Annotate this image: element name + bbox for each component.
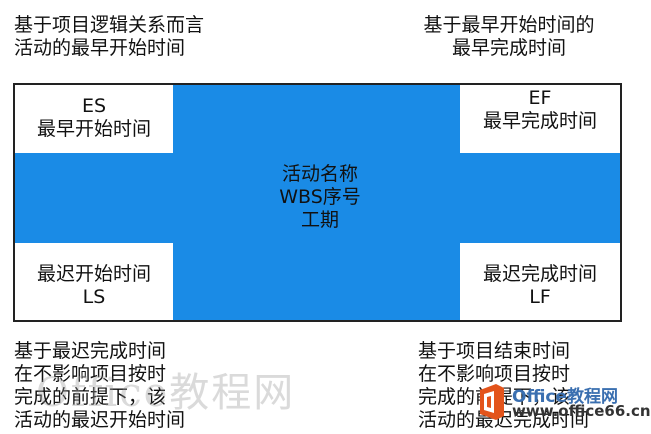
note-bottom-left: 基于最迟完成时间 在不影响项目按时 完成的前提下，该 活动的最迟开始时间 <box>14 340 185 432</box>
note-bottom-right-line-1: 基于项目结束时间 <box>418 340 571 362</box>
es-abbrev: ES <box>81 95 107 117</box>
note-bottom-left-line-1: 基于最迟完成时间 <box>14 340 167 362</box>
ls-cell: 最迟开始时间 LS <box>15 243 173 320</box>
duration: 工期 <box>300 209 339 231</box>
ls-label: 最迟开始时间 <box>36 263 151 285</box>
lf-abbrev: LF <box>529 286 551 308</box>
watermark-text: Office教程网 <box>36 370 296 416</box>
note-top-left-line-2: 活动的最早开始时间 <box>14 37 186 59</box>
note-top-left-line-1: 基于项目逻辑关系而言 <box>14 14 205 36</box>
ef-abbrev: EF <box>528 87 552 109</box>
note-bottom-right-line-4: 活动的最迟完成时间 <box>418 409 590 431</box>
lf-cell: 最迟完成时间 LF <box>460 243 620 320</box>
activity-center-info: 活动名称 WBS序号 工期 <box>235 163 405 232</box>
es-label: 最早开始时间 <box>36 118 151 140</box>
note-bottom-left-line-2: 在不影响项目按时 <box>14 363 167 385</box>
note-top-right-line-1: 基于最早开始时间的 <box>423 14 595 36</box>
ef-label: 最早完成时间 <box>482 110 597 132</box>
note-top-right-line-2: 最早完成时间 <box>451 37 566 59</box>
ef-cell: EF 最早完成时间 <box>460 85 620 153</box>
wbs-number: WBS序号 <box>279 186 361 208</box>
note-top-left: 基于项目逻辑关系而言 活动的最早开始时间 <box>14 14 204 60</box>
logo-text: Office教程网 <box>512 387 619 407</box>
activity-name: 活动名称 <box>281 163 358 185</box>
es-cell: ES 最早开始时间 <box>15 85 173 153</box>
note-bottom-right-line-2: 在不影响项目按时 <box>418 363 571 385</box>
logo-url: www.office66.cn <box>512 402 651 420</box>
activity-node-box: ES 最早开始时间 EF 最早完成时间 最迟开始时间 LS 最迟完成时间 LF … <box>13 83 622 322</box>
note-top-right: 基于最早开始时间的 最早完成时间 <box>404 14 614 60</box>
ls-abbrev: LS <box>82 286 106 308</box>
office-logo-icon <box>480 384 504 420</box>
lf-label: 最迟完成时间 <box>482 263 597 285</box>
note-bottom-left-line-4: 活动的最迟开始时间 <box>14 409 186 431</box>
note-bottom-left-line-3: 完成的前提下，该 <box>14 386 167 408</box>
